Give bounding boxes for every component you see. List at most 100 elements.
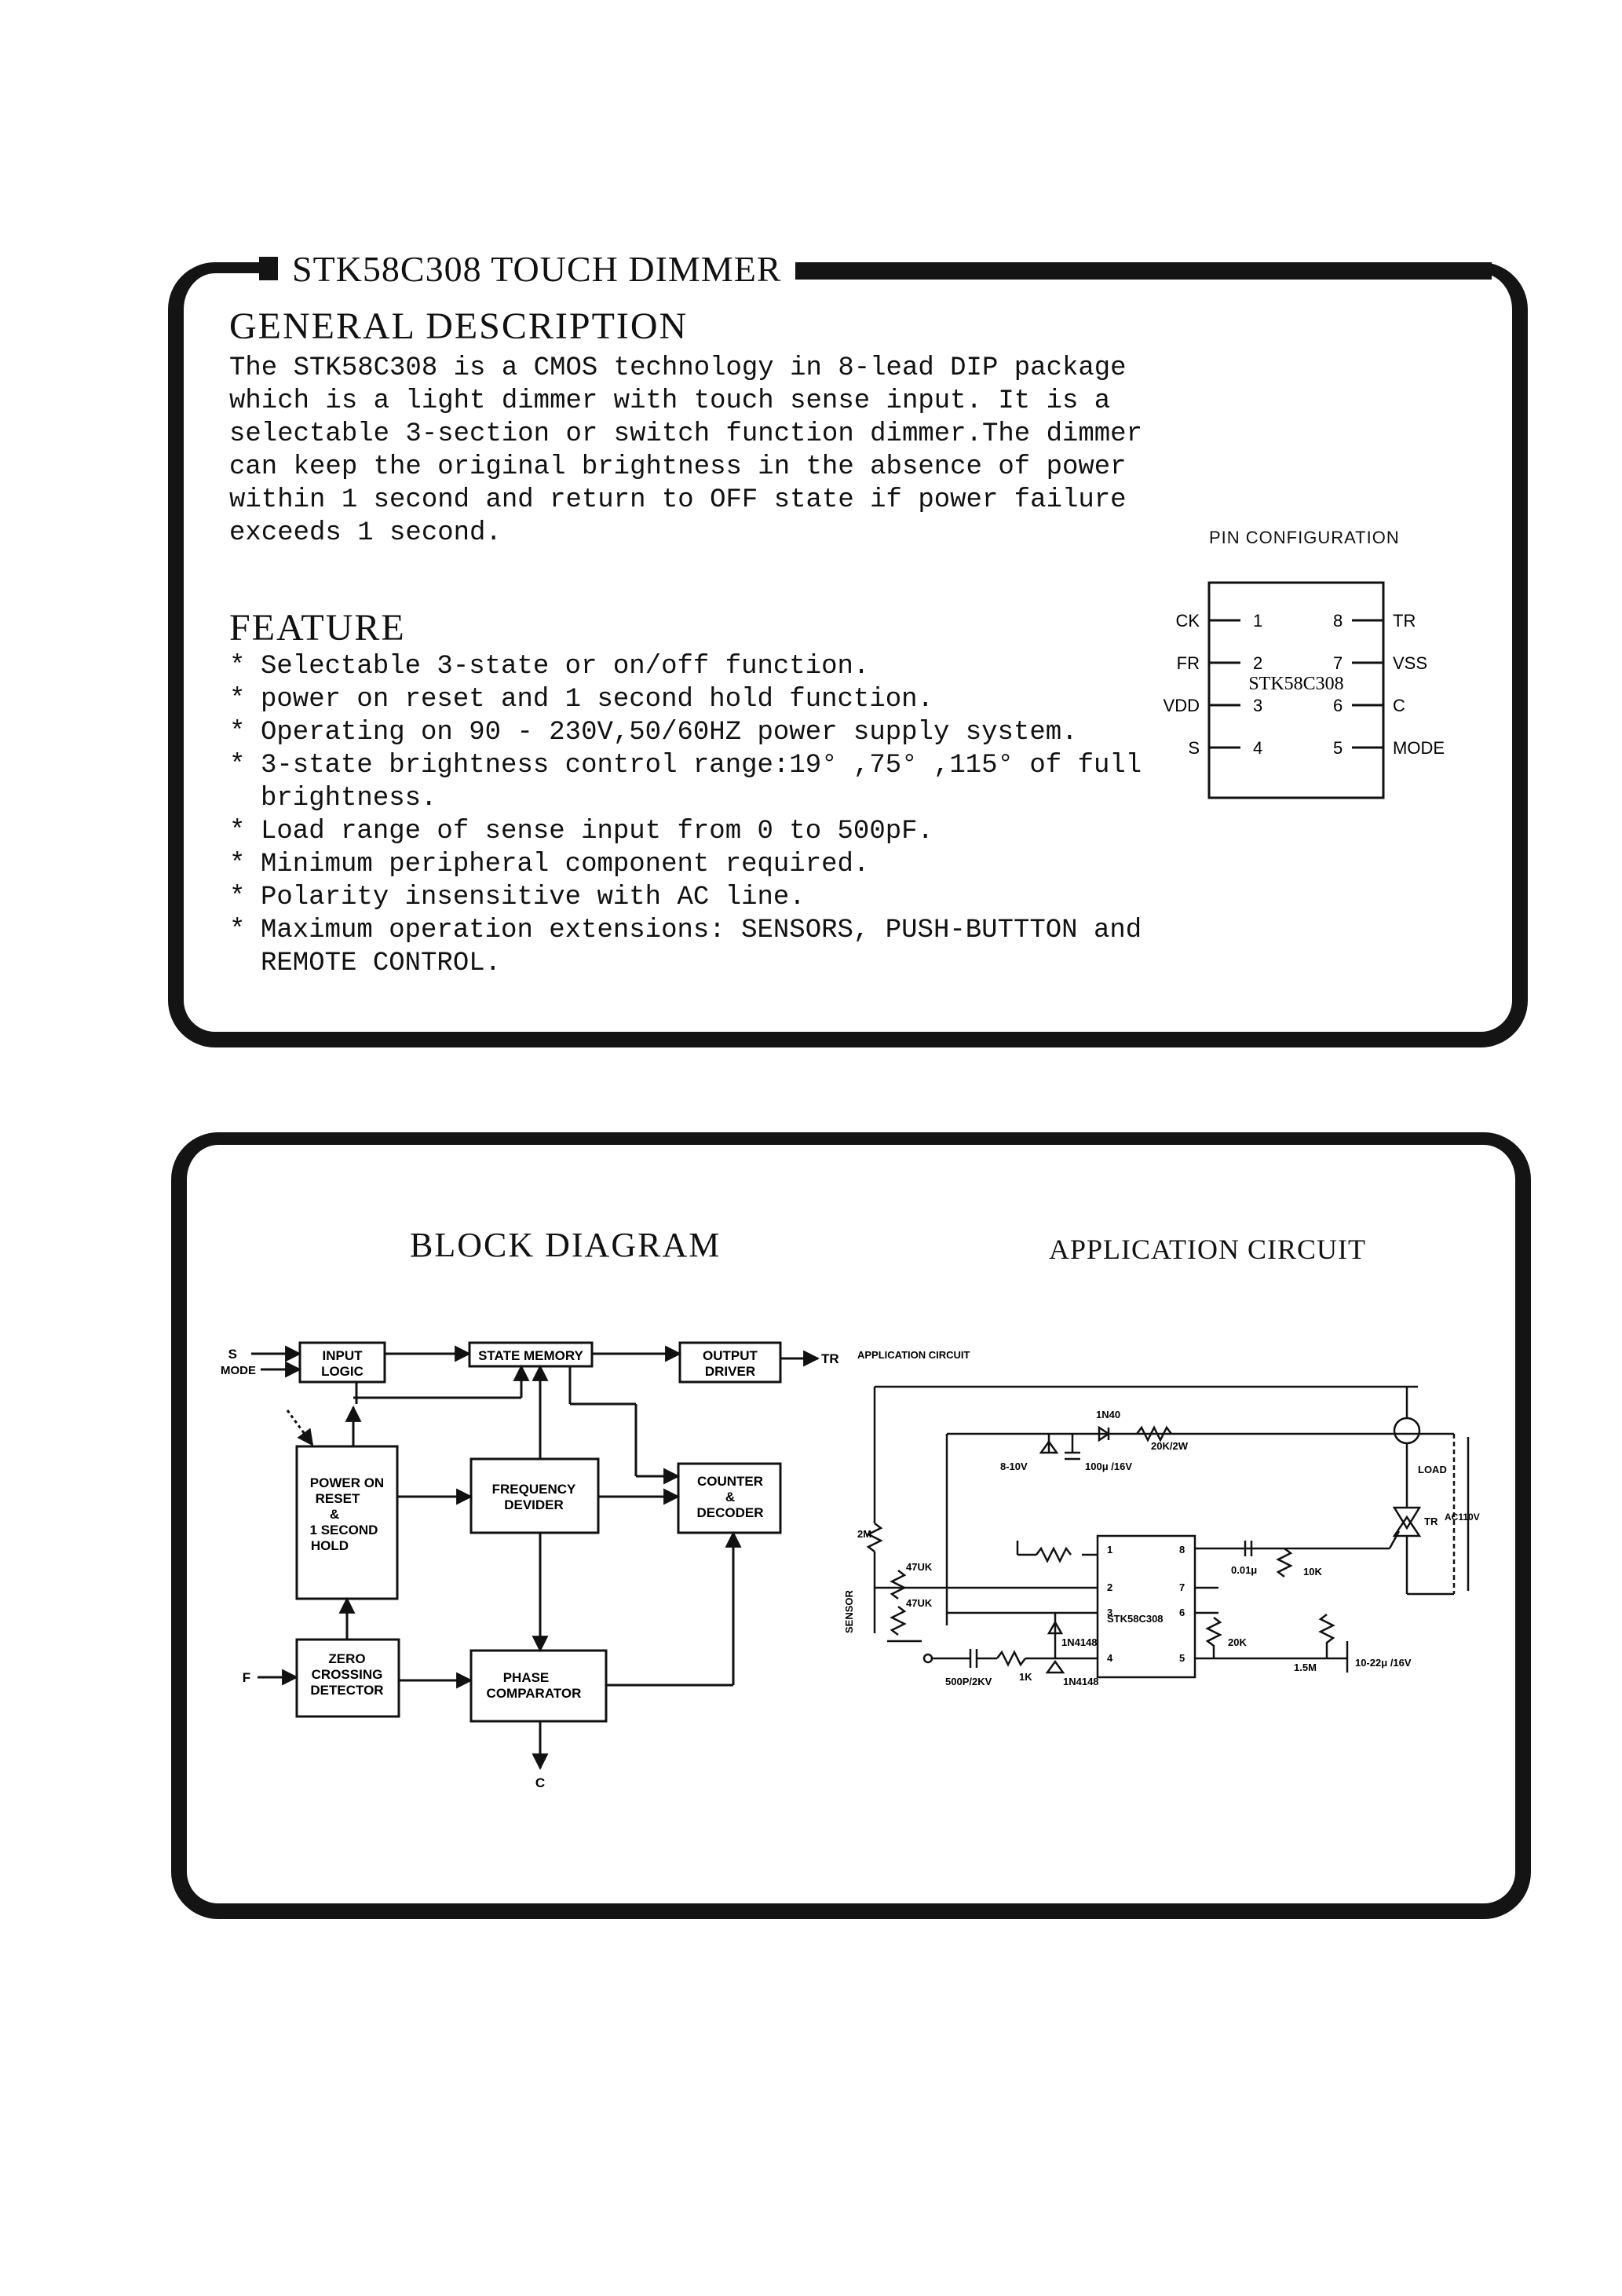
chip-outline [1207,581,1385,799]
feature-heading: FEATURE [229,607,406,649]
application-circuit-schematic: APPLICATION CIRCUIT 1N40 20K/2W 8-10V 10… [843,1349,1480,1687]
component-label: 47UK [906,1597,933,1609]
component-label: 1K [1019,1671,1032,1683]
signal-s-label: S [228,1347,237,1362]
block-label: DETECTOR [310,1683,383,1698]
feature-text: Selectable 3-state or on/off function. [261,652,870,682]
pin-name: TR [1393,611,1416,631]
ic-pin-number: 3 [1107,1607,1112,1618]
pin-name: VDD [1164,696,1200,715]
feature-text-continued: REMOTE CONTROL. [261,949,502,978]
feature-list: Selectable 3-state or on/off function. p… [229,650,1142,980]
ic-pin-number: 6 [1179,1607,1185,1618]
component-label: 10-22μ /16V [1355,1657,1412,1669]
application-circuit-heading: APPLICATION CIRCUIT [1049,1234,1367,1265]
ic-pin-number: 8 [1179,1544,1185,1556]
general-description-text: The STK58C308 is a CMOS technology in 8-… [229,352,1142,550]
block-label: ZERO [328,1651,365,1666]
feature-text: 3-state brightness control range:19° ,75… [261,751,1142,781]
diode-symbol [1045,1659,1065,1674]
component-label: SENSOR [843,1589,855,1633]
component-label: 20K/2W [1151,1440,1189,1452]
title-bar: STK58C308 TOUCH DIMMER [259,247,796,291]
component-label: 8-10V [1000,1461,1028,1472]
pin-configuration-diagram: CK FR VDD S 1 2 3 4 8 7 6 5 TR VSS C MOD… [1164,581,1445,799]
resistor-symbol [1205,1617,1222,1658]
component-label: 1.5M [1294,1662,1317,1673]
resistor-symbol [890,1606,907,1636]
component-label: 47UK [906,1561,933,1573]
block-label: PHASE [503,1670,550,1685]
component-label: 100μ /16V [1085,1461,1132,1472]
component-label: 1N40 [1096,1409,1120,1420]
feature-item: 3-state brightness control range:19° ,75… [229,749,1142,815]
block-label: FREQUENCY [492,1482,576,1497]
feature-text: Maximum operation extensions: SENSORS, P… [261,916,1142,945]
ic-outline [1096,1534,1196,1679]
block-label: LOGIC [321,1364,363,1379]
pin-number: 1 [1253,611,1262,631]
feature-text: Load range of sense input from 0 to 500p… [261,817,933,846]
block-label: DECODER [696,1505,763,1520]
chip-name: STK58C308 [1248,674,1343,694]
resistor-symbol [866,1523,883,1552]
output-driver-block [678,1341,782,1384]
resistor-symbol [890,1570,907,1600]
feature-item: Polarity insensitive with AC line. [229,881,1142,914]
ic-pin-number: 2 [1107,1581,1112,1593]
block-label: 1 SECOND [310,1523,378,1537]
block-label: DRIVER [705,1364,755,1379]
desc-line: selectable 3-section or switch function … [229,419,1142,449]
feature-text-continued: brightness. [261,784,437,813]
circuit-inner-title: APPLICATION CIRCUIT [857,1349,970,1361]
triac-symbol [1392,1506,1422,1530]
title-rule-left [259,257,278,280]
diode-symbol [1098,1425,1111,1442]
feature-item: Load range of sense input from 0 to 500p… [229,815,1142,848]
block-diagram: S MODE TR F C INPUT LOGIC STATE MEMORY O… [221,1341,839,1790]
desc-line: which is a light dimmer with touch sense… [229,386,1111,416]
ic-pin-number: 4 [1107,1652,1113,1664]
pin-number: 4 [1253,738,1262,758]
feature-item: Operating on 90 - 230V,50/60HZ power sup… [229,716,1142,749]
resistor-symbol [1036,1546,1072,1563]
block-label: & [330,1507,339,1522]
component-label: 20K [1228,1636,1247,1648]
block-label: CROSSING [312,1667,383,1682]
pin-number: 3 [1253,696,1262,715]
block-label: COMPARATOR [487,1686,582,1701]
pin-name: MODE [1393,738,1445,758]
block-label: DEVIDER [504,1497,564,1512]
desc-line: can keep the original brightness in the … [229,452,1127,482]
pin-name: S [1188,738,1200,758]
title-rule [758,262,1492,280]
pin-number: 2 [1253,653,1262,673]
feature-text: Polarity insensitive with AC line. [261,883,806,912]
ic-name: STK58C308 [1107,1613,1164,1625]
block-label: POWER ON [310,1475,384,1490]
document-title: STK58C308 TOUCH DIMMER [278,247,796,290]
pin-name: CK [1175,611,1200,631]
ic-pin-number: 1 [1107,1544,1112,1556]
resistor-symbol [996,1650,1026,1667]
pin-name: C [1393,696,1405,715]
diagram-panel [171,1132,1531,1919]
signal-f-label: F [243,1670,250,1685]
block-label: COUNTER [697,1474,763,1489]
component-label: TR [1424,1515,1438,1527]
component-label: 1N4148 [1063,1676,1099,1687]
ic-pin-number: 7 [1179,1581,1185,1593]
pin-number: 7 [1333,653,1343,673]
component-label: 0.01μ [1231,1564,1257,1576]
block-label: & [725,1490,735,1504]
connector [286,1409,314,1446]
pin-name: VSS [1393,653,1427,673]
feature-text: Minimum peripheral component required. [261,850,870,879]
block-label: STATE MEMORY [478,1348,583,1363]
component-label: 1N4148 [1061,1636,1098,1648]
feature-text: Operating on 90 - 230V,50/60HZ power sup… [261,718,1078,748]
feature-item: Selectable 3-state or on/off function. [229,650,1142,683]
component-label: 500P/2KV [945,1676,992,1687]
pin-name: FR [1177,653,1200,673]
resistor-symbol [1136,1425,1172,1442]
